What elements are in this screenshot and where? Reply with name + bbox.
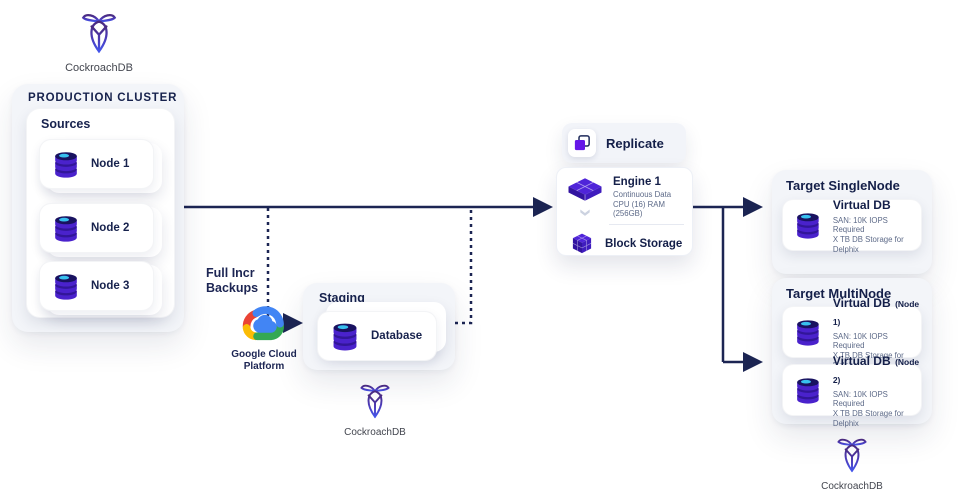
connector-staging-return [455, 209, 473, 325]
database-icon [333, 323, 357, 351]
database-icon [797, 213, 819, 239]
cockroachdb-label: CockroachDB [65, 62, 133, 74]
node-label: Node 2 [91, 222, 130, 234]
node-label: Node 3 [91, 280, 130, 292]
node-2-card: Node 2 [39, 203, 162, 257]
sources-title: Sources [41, 117, 91, 131]
virtual-db-node1-card: Virtual DB (Node 1) SAN: 10K IOPS Requir… [782, 296, 922, 370]
virtual-db-text: Virtual DB (Node 2) SAN: 10K IOPS Requir… [833, 352, 921, 428]
virtual-db-detail-2: X TB DB Storage for Delphix [832, 409, 904, 428]
block-storage-row: Block Storage [557, 225, 692, 257]
database-icon [797, 378, 819, 404]
engine-detail-2: CPU (16) RAM (256GB) [613, 199, 665, 219]
virtual-db-card: Virtual DB SAN: 10K IOPS Required X TB D… [782, 196, 922, 254]
engine-text: Engine 1 Continuous Data CPU (16) RAM (2… [613, 176, 684, 219]
replicate-icon-box [568, 129, 596, 157]
production-cluster-panel: PRODUCTION CLUSTER Sources Node 1 [12, 84, 184, 332]
sources-card: Sources Node 1 [26, 108, 175, 318]
copy-icon [574, 135, 590, 151]
database-icon [55, 274, 77, 300]
backups-line2: Backups [206, 281, 259, 295]
virtual-db-detail-1: SAN: 10K IOPS Required [832, 215, 888, 235]
gcp-line1: Google Cloud [231, 349, 297, 360]
target-multinode-panel: Target MultiNode Virtual DB (Node 1) SAN… [772, 278, 932, 428]
staging-title: Staging [319, 291, 365, 305]
target-singlenode-title: Target SingleNode [786, 178, 900, 193]
virtual-db-name: Virtual DB [832, 353, 891, 368]
google-cloud-caption: Google Cloud Platform [218, 349, 310, 372]
virtual-db-detail-2: X TB DB Storage for Delphix [832, 235, 904, 254]
engine-icon [568, 178, 602, 201]
backups-line1: Full Incr [206, 266, 255, 280]
target-multinode-title: Target MultiNode [786, 286, 892, 301]
cockroachdb-icon [81, 14, 117, 54]
cockroachdb-label: CockroachDB [821, 481, 883, 492]
block-storage-label: Block Storage [605, 237, 683, 250]
cockroachdb-logo-top-left: CockroachDB [56, 10, 142, 74]
database-icon [55, 216, 77, 242]
virtual-db-suffix: (Node 1) [832, 298, 920, 327]
replicate-label: Replicate [606, 135, 664, 151]
node-3-card: Node 3 [39, 261, 162, 315]
cockroachdb-logo-staging: CockroachDB [332, 381, 418, 438]
engine-icon-column [565, 176, 605, 219]
replicate-card: Replicate [562, 123, 686, 163]
virtual-db-detail-1: SAN: 10K IOPS Required [832, 389, 888, 409]
cockroachdb-icon [360, 384, 390, 419]
node-label: Node 1 [91, 158, 130, 170]
virtual-db-name: Virtual DB [832, 197, 891, 212]
virtual-db-detail-1: SAN: 10K IOPS Required [832, 331, 888, 351]
engine-name: Engine 1 [613, 176, 661, 188]
node-1-card: Node 1 [39, 139, 162, 193]
production-cluster-title: PRODUCTION CLUSTER [28, 92, 178, 104]
engine-row: Engine 1 Continuous Data CPU (16) RAM (2… [557, 168, 692, 219]
block-storage-icon [572, 233, 592, 253]
database-label: Database [371, 330, 423, 342]
cockroachdb-icon [837, 438, 867, 473]
virtual-db-suffix: (Node 2) [832, 356, 920, 385]
virtual-db-name: Virtual DB [832, 295, 891, 310]
engine-detail-1: Continuous Data [613, 190, 672, 199]
google-cloud-platform: Google Cloud Platform [218, 304, 310, 372]
cockroachdb-logo-bottom-right: CockroachDB [809, 435, 895, 492]
staging-panel: Staging Database [303, 283, 455, 370]
target-singlenode-panel: Target SingleNode Virtual DB SAN: 10K IO… [772, 170, 932, 274]
gcp-line2: Platform [243, 360, 285, 372]
chevron-down-icon [580, 209, 590, 216]
virtual-db-node2-card: Virtual DB (Node 2) SAN: 10K IOPS Requir… [782, 354, 922, 428]
staging-database-card: Database [317, 302, 446, 361]
engine-divider [609, 223, 684, 225]
database-icon [797, 320, 819, 346]
virtual-db-text: Virtual DB SAN: 10K IOPS Required X TB D… [833, 196, 921, 254]
database-icon [55, 152, 77, 178]
engine-card: Engine 1 Continuous Data CPU (16) RAM (2… [556, 167, 693, 256]
google-cloud-icon [242, 306, 284, 341]
cockroachdb-label: CockroachDB [344, 427, 406, 438]
full-incr-backups-label: Full Incr Backups [206, 266, 258, 296]
